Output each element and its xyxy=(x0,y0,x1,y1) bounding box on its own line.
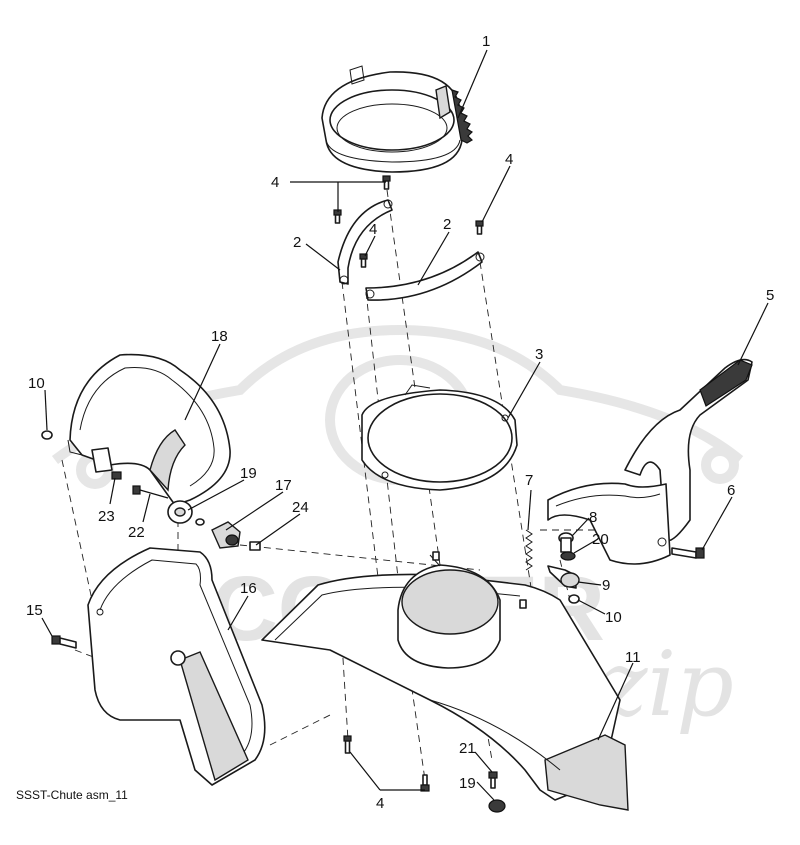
screw-icon xyxy=(359,253,368,268)
part-pin-8 xyxy=(558,532,574,553)
callout-1: 1 xyxy=(482,33,490,50)
callout-19-lower: 19 xyxy=(459,775,476,792)
callout-22: 22 xyxy=(128,524,145,541)
callout-2-right: 2 xyxy=(443,216,451,233)
part-nut-right xyxy=(568,594,580,604)
diagram-caption: SSST-Chute asm_11 xyxy=(16,788,128,802)
part-strap-right xyxy=(365,251,485,301)
callout-23: 23 xyxy=(98,508,115,525)
part-chute-ring xyxy=(321,65,473,173)
handle-grip xyxy=(699,359,753,407)
callout-10-left: 10 xyxy=(28,375,45,392)
callout-3: 3 xyxy=(535,346,543,363)
screw-icon xyxy=(382,175,391,190)
callout-24: 24 xyxy=(292,499,309,516)
callout-17: 17 xyxy=(275,477,292,494)
callout-4-bottom: 4 xyxy=(376,795,384,812)
callout-11: 11 xyxy=(625,649,641,666)
callout-4-top-right: 4 xyxy=(505,151,513,168)
callout-4-middle: 4 xyxy=(369,221,377,238)
part-bolt-6 xyxy=(671,547,705,559)
part-strap-left xyxy=(337,199,393,285)
part-washer-20 xyxy=(560,551,576,561)
part-handle xyxy=(547,358,753,565)
screw-icon xyxy=(420,774,430,792)
part-deflector xyxy=(67,353,231,506)
part-cam-9 xyxy=(547,565,580,589)
callout-6: 6 xyxy=(727,482,735,499)
callout-labels: 1 2 2 3 4 4 4 4 5 6 7 8 9 10 10 11 15 16… xyxy=(26,33,774,812)
part-lower-chute xyxy=(87,547,266,786)
part-washer-lower xyxy=(488,799,506,813)
part-flange-ring xyxy=(361,384,518,491)
callout-8: 8 xyxy=(589,509,597,526)
part-spring xyxy=(525,529,533,571)
part-nut-left xyxy=(41,430,53,440)
callout-5: 5 xyxy=(766,287,774,304)
part-bolt-15 xyxy=(51,635,77,649)
part-bolt-22 xyxy=(132,485,169,499)
callout-7: 7 xyxy=(525,472,533,489)
callout-10-right: 10 xyxy=(605,609,622,626)
callout-19-upper: 19 xyxy=(240,465,257,482)
ring-gear-teeth xyxy=(451,89,473,144)
callout-4-top-left: 4 xyxy=(271,174,279,191)
part-screws xyxy=(333,175,484,792)
watermark-script: zip xyxy=(599,632,734,737)
callout-2-left: 2 xyxy=(293,234,301,251)
part-bolt-23 xyxy=(111,471,122,480)
leader-lines xyxy=(41,49,769,801)
callout-20: 20 xyxy=(592,531,609,548)
part-knob xyxy=(211,521,241,549)
screw-icon xyxy=(343,735,352,754)
callout-16: 16 xyxy=(240,580,257,597)
callout-18: 18 xyxy=(211,328,228,345)
part-pin-24 xyxy=(249,541,261,551)
callout-9: 9 xyxy=(602,577,610,594)
callout-21: 21 xyxy=(459,740,476,757)
part-chute-housing xyxy=(261,551,629,811)
screw-icon xyxy=(475,220,484,235)
callout-15: 15 xyxy=(26,602,43,619)
part-washer xyxy=(167,500,205,526)
part-screw-21 xyxy=(488,771,498,789)
